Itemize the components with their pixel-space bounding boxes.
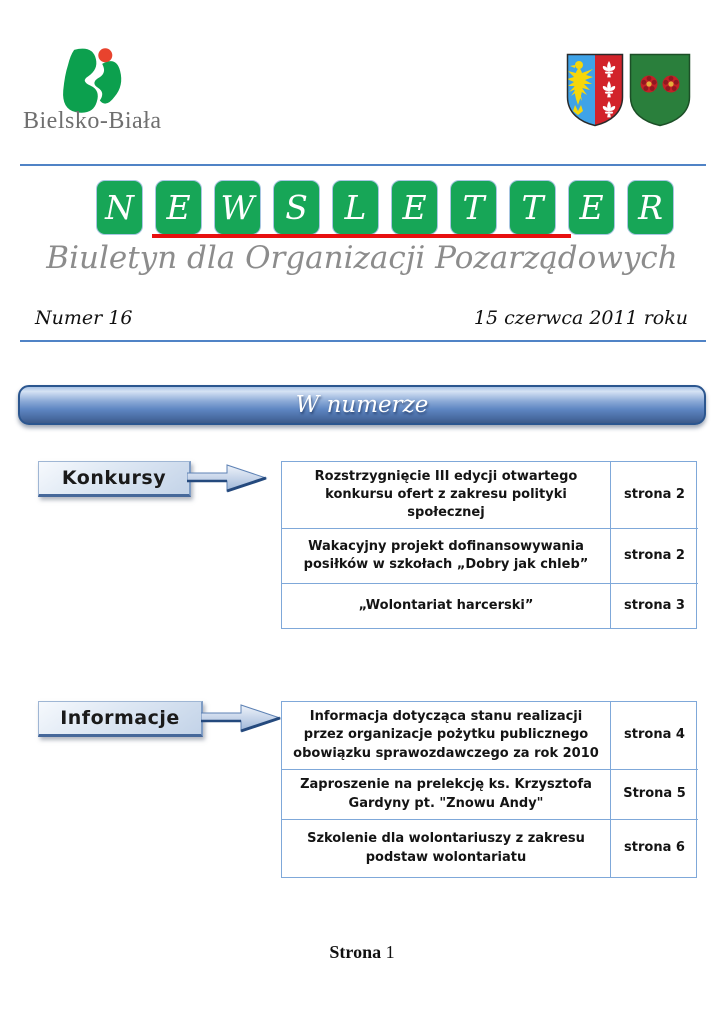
newsletter-tile: N — [96, 180, 143, 235]
tile-letter: E — [166, 188, 191, 227]
newsletter-tile: T — [509, 180, 556, 235]
issue-divider — [20, 340, 706, 342]
newsletter-tile: E — [155, 180, 202, 235]
section-label-text: Konkursy — [61, 467, 167, 489]
toc-item-title: Rozstrzygnięcie III edycji otwartego kon… — [314, 468, 578, 521]
contents-banner: W numerze — [18, 385, 706, 425]
toc-item-page: strona 6 — [610, 819, 698, 877]
city-name-label: Bielsko-Biała — [23, 108, 162, 134]
section-label-informacje: Informacje — [38, 701, 203, 737]
tile-letter: E — [402, 188, 427, 227]
contents-banner-title: W numerze — [295, 392, 429, 418]
section-label-konkursy: Konkursy — [38, 461, 191, 497]
toc-table-informacje: Informacja dotycząca stanu realizacji pr… — [281, 701, 698, 878]
page-footer: Strona 1 — [0, 942, 724, 963]
toc-item-page: strona 2 — [610, 528, 698, 583]
tile-letter: S — [285, 188, 308, 227]
masthead-underline — [152, 234, 571, 238]
newsletter-masthead: N E W S L E T T E R — [96, 180, 674, 235]
tile-letter: R — [638, 188, 663, 227]
newsletter-tile: R — [627, 180, 674, 235]
tile-letter: E — [579, 188, 604, 227]
tile-letter: T — [521, 188, 544, 227]
footer-page-number: 1 — [385, 942, 395, 962]
newsletter-subtitle: Biuletyn dla Organizacji Pozarządowych — [46, 240, 678, 276]
toc-item-page: strona 3 — [610, 583, 698, 628]
header-divider — [20, 164, 706, 166]
newsletter-tile: E — [391, 180, 438, 235]
newsletter-tile: T — [450, 180, 497, 235]
newsletter-tile: L — [332, 180, 379, 235]
issue-date: 15 czerwca 2011 roku — [473, 307, 688, 329]
toc-item-title: Szkolenie dla wolontariuszy z zakresu po… — [282, 819, 610, 877]
tile-letter: T — [462, 188, 485, 227]
toc-item-title: „Wolontariat harcerski” — [282, 583, 610, 628]
newsletter-tile: S — [273, 180, 320, 235]
issue-number: Numer 16 — [35, 307, 133, 329]
section-label-text: Informacje — [60, 707, 180, 729]
tile-letter: L — [344, 188, 367, 227]
city-crest-icon — [566, 53, 624, 127]
toc-item-title: Informacja dotycząca stanu realizacji pr… — [293, 709, 599, 761]
toc-item-page: Strona 5 — [610, 769, 698, 819]
roses-crest-icon — [629, 53, 691, 127]
footer-label: Strona — [329, 942, 382, 962]
section-arrow-icon — [187, 464, 268, 493]
section-arrow-icon — [201, 704, 282, 733]
newsletter-tile: W — [214, 180, 261, 235]
toc-item-page: strona 4 — [610, 702, 698, 769]
toc-item-title: Wakacyjny projekt dofinansowywania posił… — [282, 528, 610, 583]
toc-item-title: Zaproszenie na prelekcję ks. Krzysztofa … — [282, 769, 610, 819]
toc-table-konkursy: Rozstrzygnięcie III edycji otwartego kon… — [281, 461, 698, 629]
toc-item-page: strona 2 — [610, 462, 698, 528]
city-logo-icon — [63, 48, 122, 113]
newsletter-tile: E — [568, 180, 615, 235]
tile-letter: W — [220, 188, 255, 227]
tile-letter: N — [105, 188, 134, 227]
